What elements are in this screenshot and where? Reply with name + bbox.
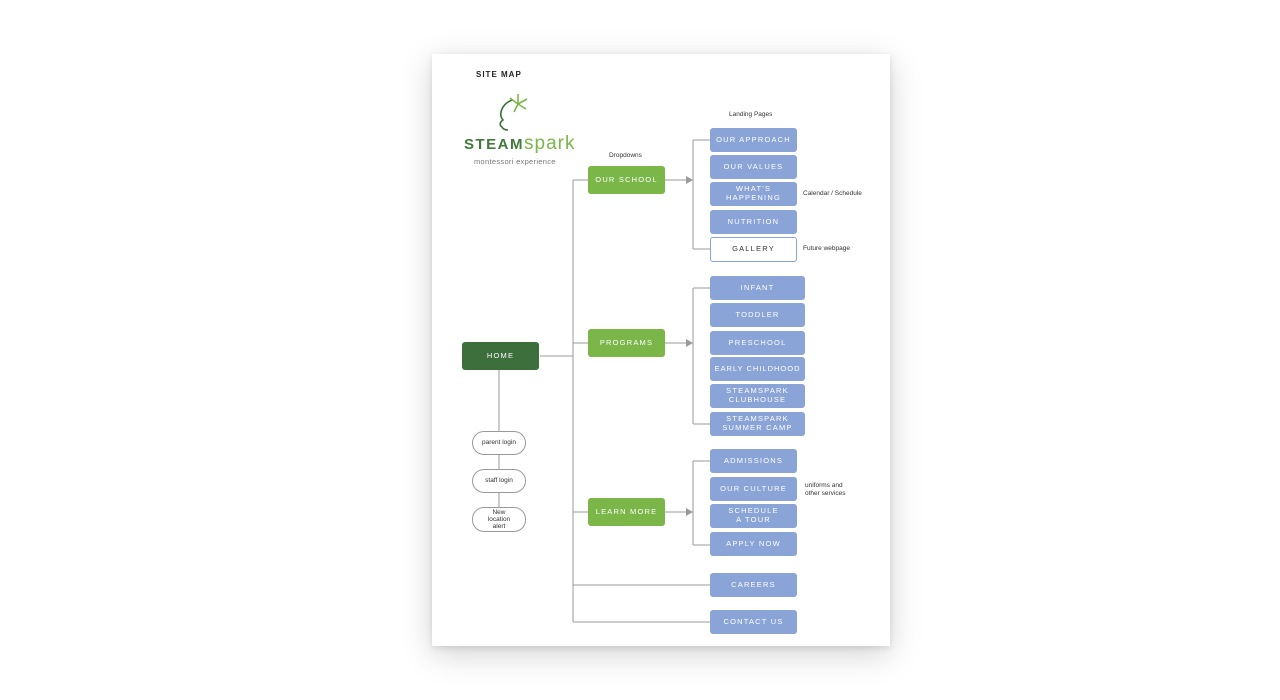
learn-more-node: LEARN MORE — [588, 498, 665, 526]
preschool-node: PRESCHOOL — [710, 331, 805, 355]
staff-login-node: staff login — [472, 469, 526, 493]
logo-wordmark: STEAMspark — [464, 133, 576, 154]
page-title: SITE MAP — [476, 70, 522, 79]
our-values-node: OUR VALUES — [710, 155, 797, 179]
logo-mark-icon — [499, 94, 528, 131]
steamspark-clubhouse-node: STEAMSPARK CLUBHOUSE — [710, 384, 805, 408]
our-approach-node: OUR APPROACH — [710, 128, 797, 152]
steamspark-summer-camp-node: STEAMSPARK SUMMER CAMP — [710, 412, 805, 436]
our-school-node: OUR SCHOOL — [588, 166, 665, 194]
early-childhood-node: EARLY CHILDHOOD — [710, 357, 805, 381]
calendar-annotation: Calendar / Schedule — [803, 190, 862, 197]
logo-tagline: montessori experience — [474, 157, 556, 166]
apply-now-node: APPLY NOW — [710, 532, 797, 556]
infant-node: INFANT — [710, 276, 805, 300]
schedule-a-tour-node: SCHEDULE A TOUR — [710, 504, 797, 528]
nutrition-node: NUTRITION — [710, 210, 797, 234]
dropdowns-label: Dropdowns — [609, 152, 642, 159]
gallery-node: GALLERY — [710, 237, 797, 262]
admissions-node: ADMISSIONS — [710, 449, 797, 473]
our-culture-node: OUR CULTURE — [710, 477, 797, 501]
uniforms-annotation: uniforms and other services — [805, 482, 846, 497]
toddler-node: TODDLER — [710, 303, 805, 327]
new-location-alert-node: New location alert — [472, 507, 526, 532]
home-node: HOME — [462, 342, 539, 370]
whats-happening-node: WHAT'S HAPPENING — [710, 182, 797, 206]
landing-pages-label: Landing Pages — [729, 111, 773, 118]
contact-us-node: CONTACT US — [710, 610, 797, 634]
careers-node: CAREERS — [710, 573, 797, 597]
parent-login-node: parent login — [472, 431, 526, 455]
future-annotation: Future webpage — [803, 245, 850, 252]
programs-node: PROGRAMS — [588, 329, 665, 357]
